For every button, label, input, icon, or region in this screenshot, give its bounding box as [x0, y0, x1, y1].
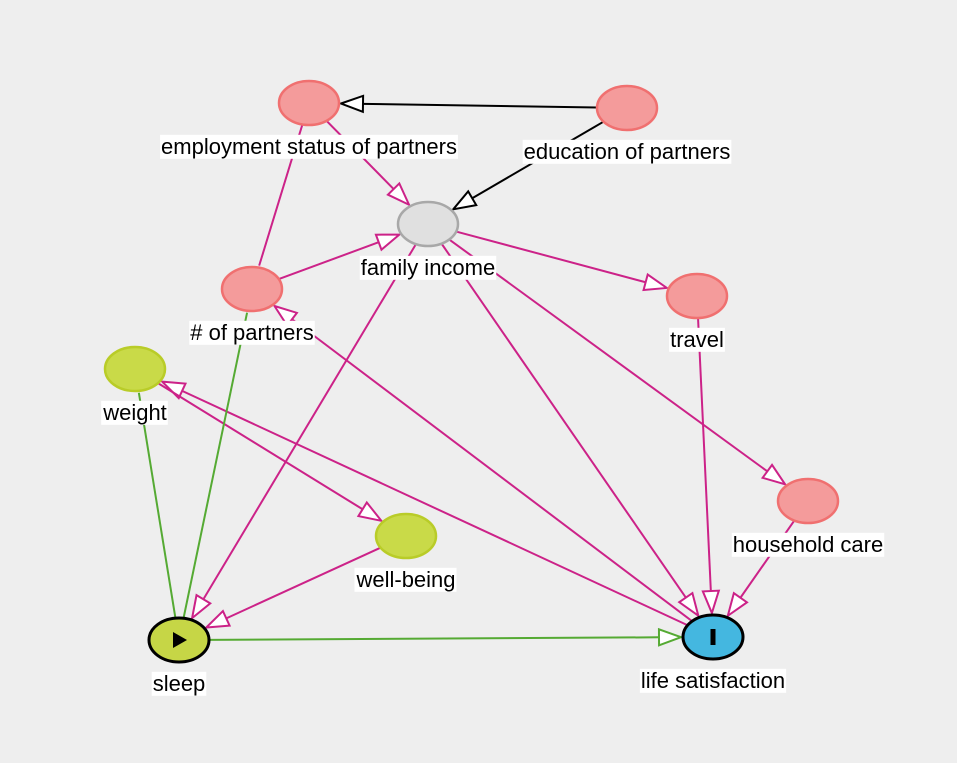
arrowhead-icon [356, 500, 384, 523]
label-background [669, 327, 725, 352]
node-label-travel: travel [669, 327, 725, 352]
label-background [151, 671, 207, 696]
edge-income-to-sleep[interactable] [190, 243, 417, 621]
arrowhead-icon [203, 609, 232, 629]
edge-sleep-to-partners[interactable] [182, 312, 249, 619]
label-background [522, 139, 732, 164]
edge-partners-to-income[interactable] [278, 233, 403, 281]
node-label-employment: employment status of partners [160, 134, 458, 159]
arrowhead-icon [657, 627, 684, 647]
node-label-wellbeing: well-being [354, 567, 457, 592]
edge-line [202, 243, 417, 600]
node-weight[interactable] [103, 345, 167, 393]
edge-education-to-employment[interactable] [338, 94, 598, 114]
node-wellbeing[interactable] [374, 512, 438, 560]
edge-line [455, 230, 646, 284]
edge-line [225, 546, 381, 620]
arrowhead-icon [374, 233, 403, 252]
label-background [639, 668, 787, 693]
node-label-weight: weight [101, 400, 168, 425]
label-background [359, 255, 497, 280]
node-household[interactable] [776, 477, 840, 525]
arrowhead-icon [701, 589, 721, 616]
edge-line [697, 317, 712, 592]
arrowhead-icon [272, 304, 299, 328]
node-ellipse[interactable] [220, 265, 284, 313]
label-background [101, 400, 168, 425]
edge-line [208, 636, 660, 641]
edge-line [448, 238, 768, 473]
edge-sleep-to-weight[interactable] [137, 392, 177, 619]
node-label-text: education of partners [524, 139, 731, 164]
edge-line [291, 318, 693, 623]
node-partners[interactable] [220, 265, 284, 313]
edges-layer [137, 94, 796, 647]
node-label-household: household care [731, 532, 885, 557]
edge-income-to-household[interactable] [448, 238, 788, 487]
edge-life-to-partners[interactable] [272, 304, 693, 623]
node-income[interactable] [396, 200, 460, 248]
edge-wellbeing-to-sleep[interactable] [203, 546, 381, 629]
edge-income-to-life[interactable] [440, 243, 700, 619]
edge-line [181, 389, 689, 627]
node-ellipse[interactable] [374, 512, 438, 560]
arrowhead-icon [726, 591, 749, 619]
node-ellipse[interactable] [277, 79, 341, 127]
edge-line [440, 243, 687, 599]
node-label-text: employment status of partners [161, 134, 457, 159]
node-label-life: life satisfaction [639, 668, 787, 693]
node-label-text: sleep [153, 671, 206, 696]
label-background [160, 134, 458, 159]
arrowhead-icon [760, 463, 788, 487]
node-ellipse[interactable] [103, 345, 167, 393]
node-label-text: weight [102, 400, 167, 425]
node-ellipse[interactable] [396, 200, 460, 248]
node-label-text: life satisfaction [641, 668, 785, 693]
labels-layer: employment status of partners education o… [101, 134, 885, 696]
node-travel[interactable] [665, 272, 729, 320]
nodes-layer [103, 79, 840, 664]
node-ellipse[interactable] [665, 272, 729, 320]
edge-line [362, 102, 598, 109]
arrowhead-icon [642, 272, 670, 292]
label-background [731, 532, 885, 557]
arrowhead-icon [338, 94, 365, 114]
label-background [189, 320, 315, 345]
node-label-sleep: sleep [151, 671, 207, 696]
node-employment[interactable] [277, 79, 341, 127]
node-label-text: household care [733, 532, 883, 557]
node-label-text: well-being [355, 567, 455, 592]
arrowhead-icon [386, 181, 412, 207]
edge-travel-to-life[interactable] [697, 317, 721, 616]
arrowhead-icon [190, 593, 212, 621]
node-label-text: # of partners [190, 320, 314, 345]
arrowhead-icon [677, 591, 700, 619]
node-ellipse[interactable] [776, 477, 840, 525]
node-label-income: family income [359, 255, 497, 280]
edge-line [157, 382, 364, 511]
edge-line [137, 392, 177, 619]
node-education[interactable] [595, 84, 659, 132]
node-sleep[interactable] [147, 616, 211, 664]
node-label-text: travel [670, 327, 724, 352]
node-label-partners: # of partners [189, 320, 315, 345]
edge-sleep-to-life[interactable] [208, 627, 684, 647]
arrowhead-icon [450, 189, 478, 211]
node-life[interactable] [681, 613, 745, 661]
node-label-text: family income [361, 255, 495, 280]
node-ellipse[interactable] [595, 84, 659, 132]
node-label-education: education of partners [522, 139, 732, 164]
edge-income-to-travel[interactable] [455, 230, 670, 292]
edge-weight-to-wellbeing[interactable] [157, 382, 384, 523]
edge-line [278, 241, 380, 281]
play-icon [173, 632, 187, 648]
label-background [354, 567, 457, 592]
bar-icon [710, 629, 716, 645]
edge-line [182, 312, 249, 619]
